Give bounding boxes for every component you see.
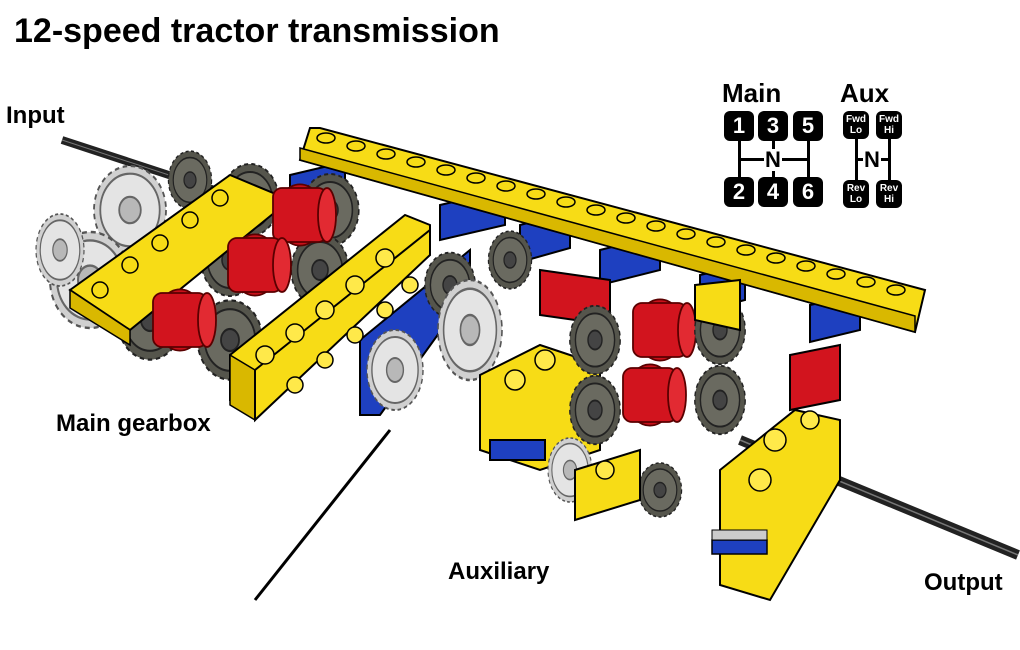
main-gear-3: 3 (758, 111, 788, 141)
auxiliary-unit (479, 268, 841, 602)
main-gear-6: 6 (793, 177, 823, 207)
aux-rev-hi-line1: Rev (879, 183, 899, 194)
main-gate-left (738, 140, 741, 185)
output-label: Output (924, 569, 1003, 596)
main-neutral: N (764, 147, 782, 172)
auxiliary-label: Auxiliary (448, 558, 550, 585)
aux-rev-hi-line2: Hi (884, 194, 894, 205)
aux-shift-heading: Aux (840, 78, 890, 108)
main-gate-right (807, 140, 810, 185)
aux-rev-hi: Rev Hi (876, 180, 902, 208)
main-gear-1: 1 (724, 111, 754, 141)
main-front-beam (229, 213, 431, 423)
page-title: 12-speed tractor transmission (14, 12, 500, 50)
aux-fwd-hi-line1: Fwd (879, 114, 899, 125)
input-label: Input (6, 102, 65, 129)
aux-fwd-lo: Fwd Lo (843, 111, 869, 139)
yellow-top-beam (298, 127, 927, 334)
main-shift-heading: Main (722, 78, 782, 108)
aux-fwd-hi: Fwd Hi (876, 111, 902, 139)
main-gearbox-label: Main gearbox (56, 410, 211, 437)
main-gear-4: 4 (758, 177, 788, 207)
main-gearbox-pointer (253, 429, 392, 601)
aux-neutral: N (863, 147, 881, 172)
aux-rev-lo-line2: Lo (849, 194, 863, 205)
aux-rev-lo: Rev Lo (843, 180, 869, 208)
aux-fwd-hi-line2: Hi (884, 125, 894, 136)
aux-gate-left (855, 138, 858, 185)
main-gear-5: 5 (793, 111, 823, 141)
aux-rev-lo-line1: Rev (846, 183, 866, 194)
aux-gate-right (888, 138, 891, 185)
aux-fwd-lo-line1: Fwd (846, 114, 866, 125)
main-gear-2: 2 (724, 177, 754, 207)
aux-fwd-lo-line2: Lo (849, 125, 863, 136)
